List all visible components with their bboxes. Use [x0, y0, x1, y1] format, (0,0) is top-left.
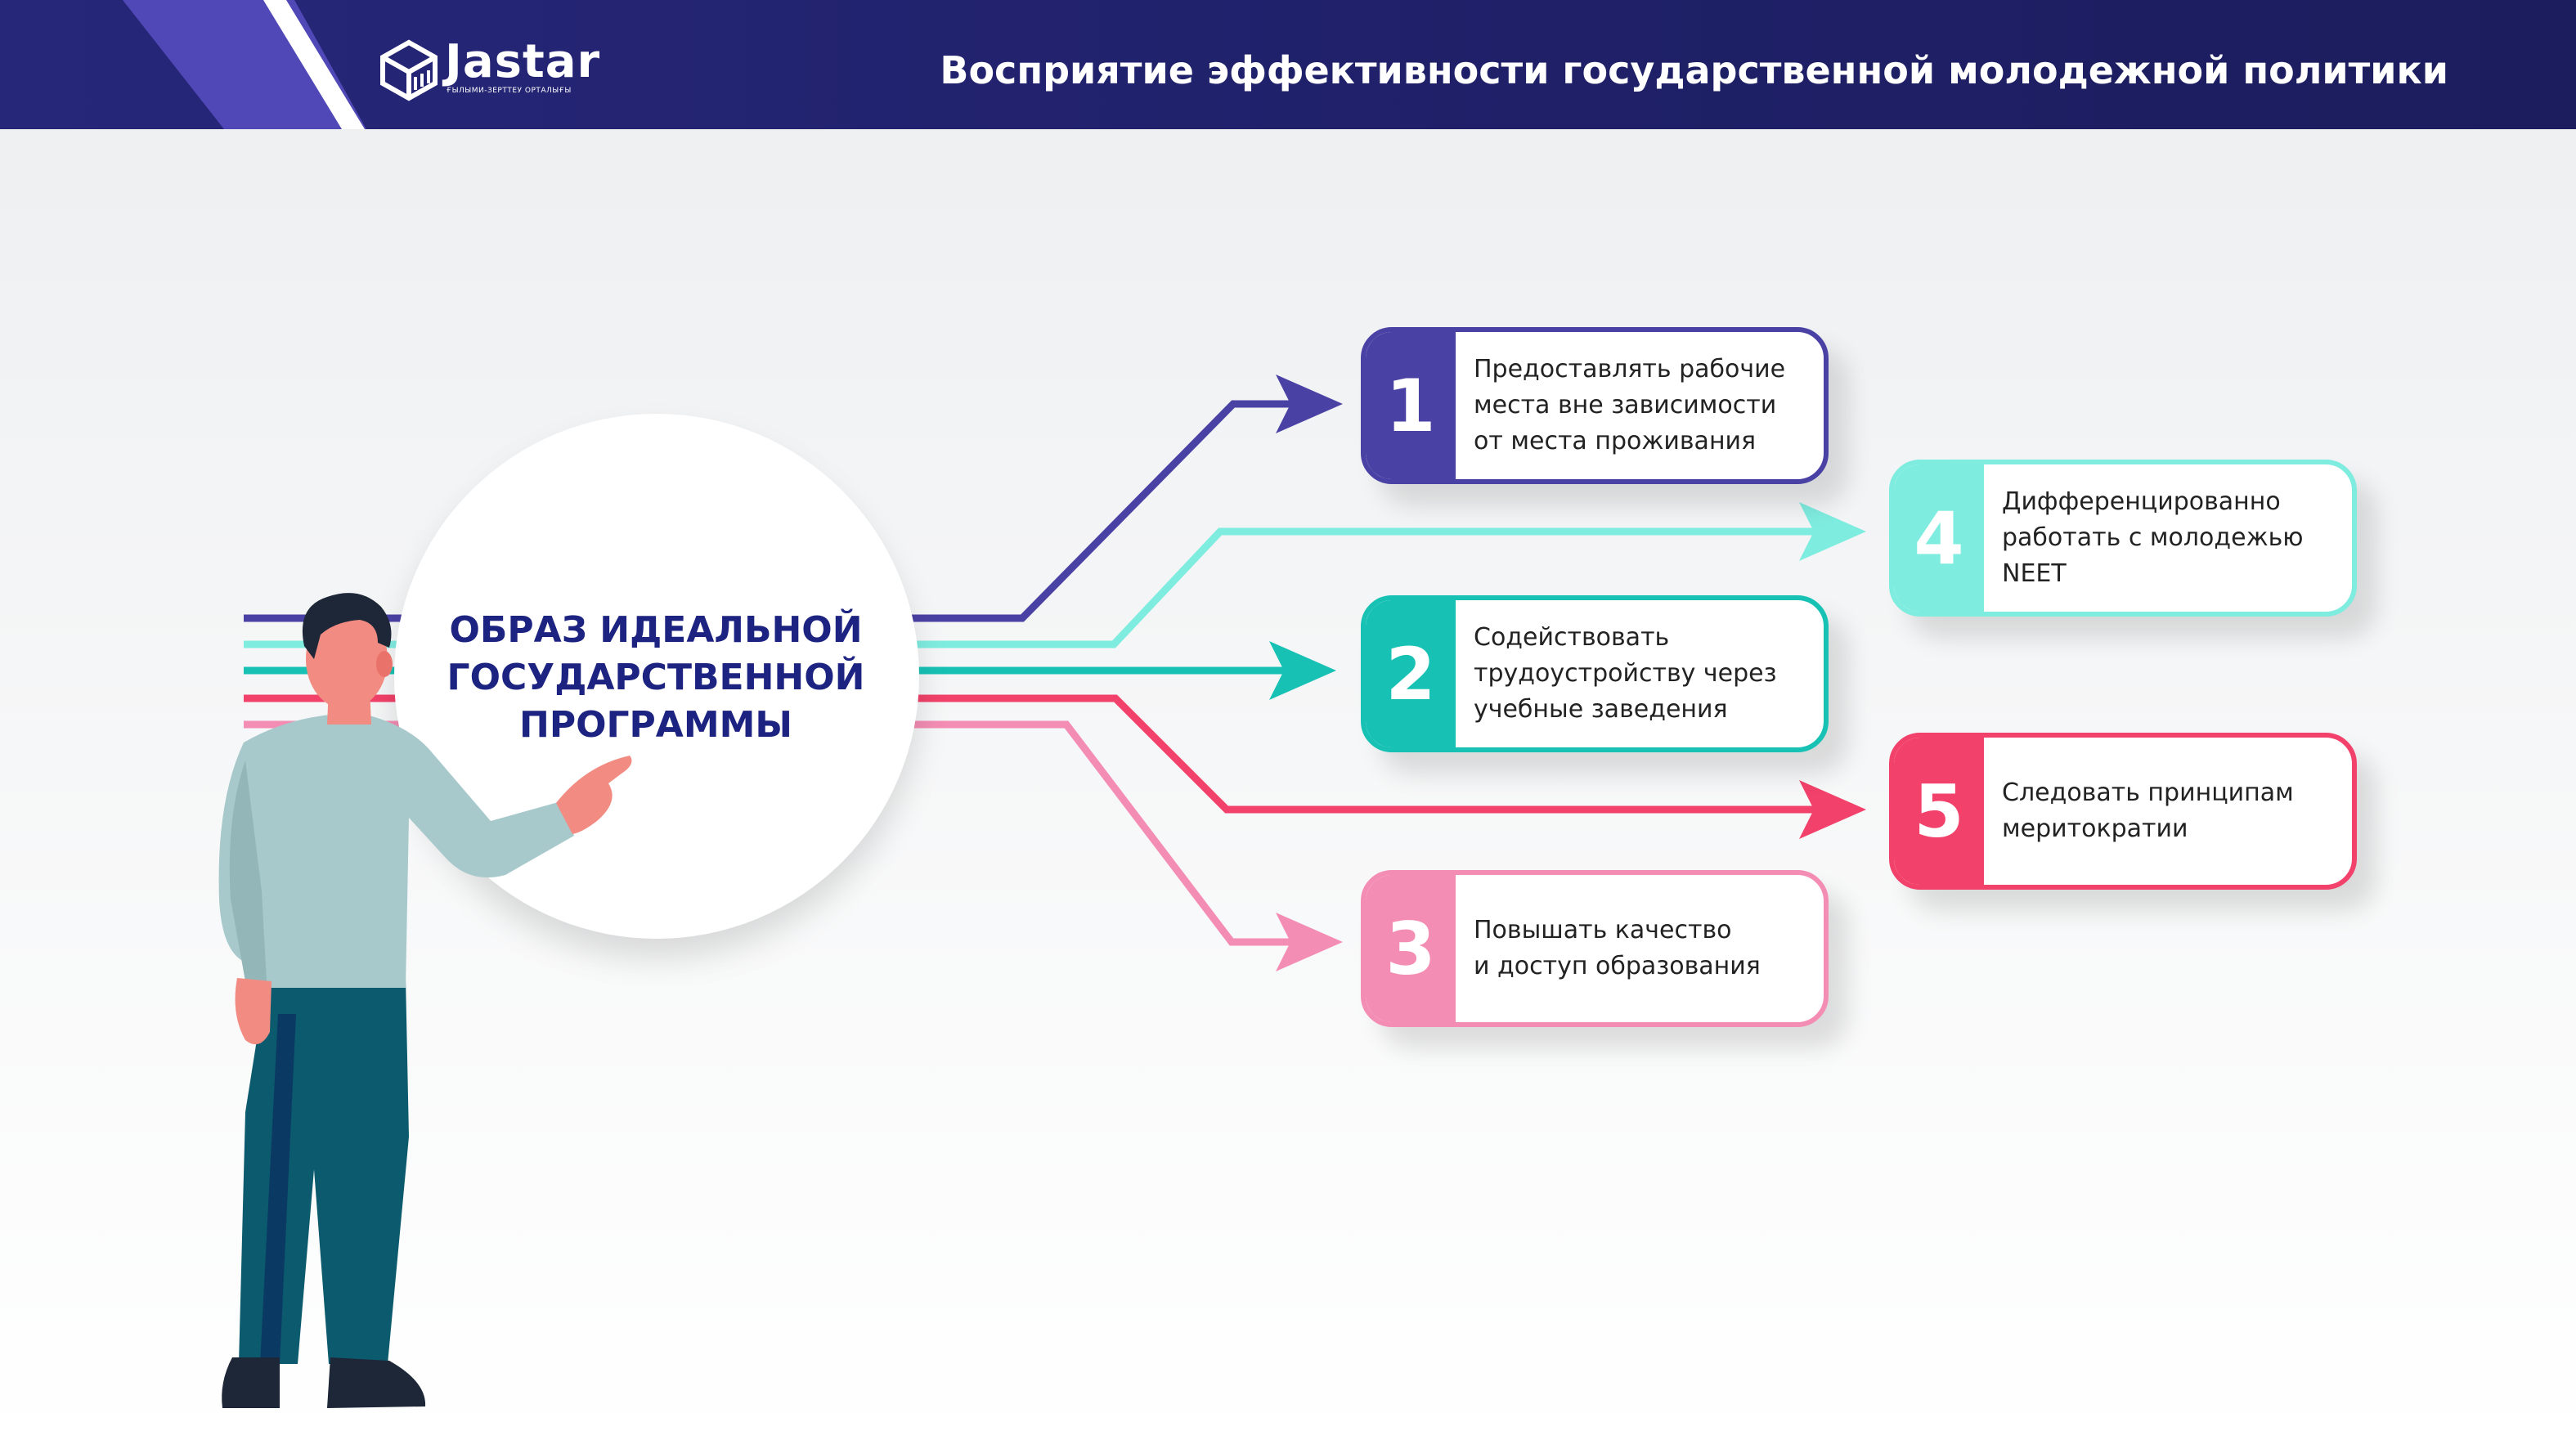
page-title: Восприятие эффективности государственной… — [940, 48, 2448, 92]
logo-text: Jastar — [445, 35, 601, 88]
item-text-4: Дифференцированно работать с молодежью N… — [2002, 487, 2304, 588]
item-text-1: Предоставлять рабочие места вне зависимо… — [1474, 355, 1786, 455]
header-stripes — [123, 0, 366, 129]
item-number-1: 1 — [1366, 332, 1456, 479]
arrow-4-icon — [1799, 502, 1866, 561]
item-number-2: 2 — [1366, 600, 1456, 747]
logo-subtitle: ҒЫЛЫМИ-ЗЕРТТЕУ ОРТАЛЫҒЫ — [447, 87, 572, 95]
item-card-4[interactable]: 4 Дифференцированно работать с молодежью… — [1889, 460, 2357, 617]
item-text-3: Повышать качество и доступ образования — [1474, 916, 1761, 980]
item-number-4: 4 — [1894, 464, 1984, 612]
arrow-2-icon — [1269, 641, 1336, 700]
logo[interactable]: Jastar ҒЫЛЫМИ-ЗЕРТТЕУ ОРТАЛЫҒЫ — [378, 36, 607, 101]
item-card-2[interactable]: 2 Содействовать трудоустройству через уч… — [1361, 595, 1829, 752]
item-number-3: 3 — [1366, 875, 1456, 1022]
presenter-person-icon — [218, 593, 632, 1408]
item-text-2: Содействовать трудоустройству через учеб… — [1474, 623, 1777, 724]
arrow-1-icon — [1276, 375, 1343, 433]
center-label: ОБРАЗ ИДЕАЛЬНОЙ ГОСУДАРСТВЕННОЙ ПРОГРАММ… — [447, 609, 865, 746]
arrow-5-icon — [1799, 780, 1866, 839]
item-card-1[interactable]: 1 Предоставлять рабочие места вне зависи… — [1361, 327, 1829, 484]
item-card-5[interactable]: 5 Следовать принципам меритократии — [1889, 733, 2357, 890]
jastar-cube-logo-icon — [380, 39, 438, 101]
item-text-5: Следовать принципам меритократии — [2002, 778, 2294, 843]
header-bar: Jastar ҒЫЛЫМИ-ЗЕРТТЕУ ОРТАЛЫҒЫ Восприяти… — [0, 0, 2576, 129]
item-card-3[interactable]: 3 Повышать качество и доступ образования — [1361, 870, 1829, 1027]
item-number-5: 5 — [1894, 738, 1984, 885]
arrow-3-icon — [1276, 913, 1343, 971]
